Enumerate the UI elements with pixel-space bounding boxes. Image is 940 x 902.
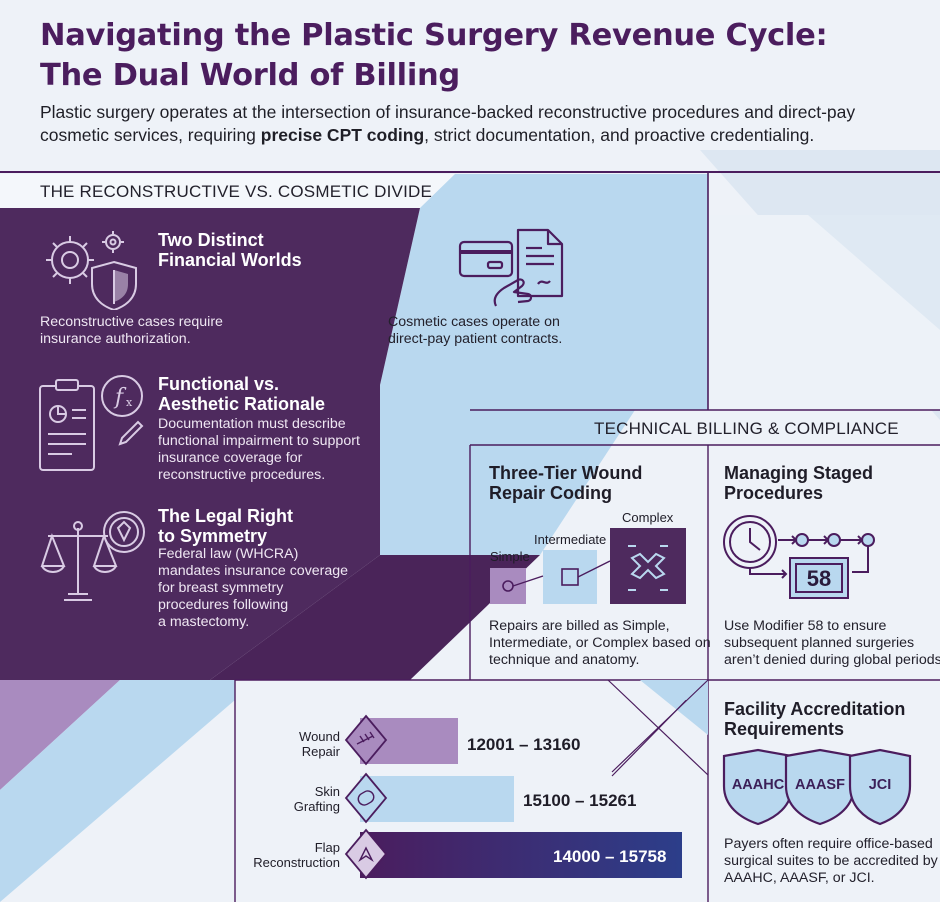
- cosmetic-line1: Cosmetic cases operate on: [388, 314, 560, 330]
- blue-corner: [0, 680, 235, 902]
- intro-line2-post: , strict documentation, and proactive cr…: [424, 125, 815, 145]
- functional-body-line: reconstructive procedures.: [158, 467, 326, 483]
- page-title-line1: Navigating the Plastic Surgery Revenue C…: [40, 18, 828, 53]
- reconstructive-panel: [0, 208, 420, 680]
- bg-right-wedge: [808, 215, 940, 330]
- scales-seal-icon: [40, 511, 145, 601]
- staged-title: Managing Staged Procedures: [724, 463, 873, 503]
- badge-aaahc: AAAHC: [731, 777, 785, 793]
- accreditation-body-line: Payers often require office-based: [724, 836, 933, 852]
- accreditation-title: Facility Accreditation Requirements: [724, 699, 905, 739]
- staged-body: Use Modifier 58 to ensure subsequent pla…: [724, 618, 940, 669]
- accreditation-body-line: surgical suites to be accredited by: [724, 853, 938, 869]
- tier-simple-label: Simple: [490, 549, 530, 564]
- badge-aaasf: AAASF: [795, 777, 845, 793]
- legal-body-line: mandates insurance coverage: [158, 563, 349, 579]
- flap-reconstruction-bar: [360, 832, 682, 878]
- wound-tier-diagram: [490, 528, 686, 604]
- functional-body-line: Documentation must describe: [158, 416, 346, 432]
- functional-title-line1: Functional vs.: [158, 374, 280, 394]
- wound-title-line1: Three-Tier Wound: [489, 463, 643, 483]
- accreditation-body-line: AAAHC, AAASF, or JCI.: [724, 870, 875, 886]
- page-title-line2: The Dual World of Billing: [40, 58, 460, 93]
- legal-body: Federal law (WHCRA) mandates insurance c…: [158, 546, 348, 631]
- reconstructive-line1: Reconstructive cases require: [40, 314, 223, 330]
- svg-text:x: x: [126, 396, 133, 409]
- reconstructive-line2: insurance authorization.: [40, 331, 191, 347]
- wound-body-line: Repairs are billed as Simple,: [489, 618, 670, 634]
- functional-title-line2: Aesthetic Rationale: [158, 394, 326, 414]
- blue-sliver: [640, 680, 708, 735]
- financial-title: Two Distinct Financial Worlds: [158, 230, 302, 270]
- code-label-flap: Flap Reconstruction: [253, 840, 340, 870]
- svg-text:f: f: [113, 385, 127, 410]
- wound-title-line2: Repair Coding: [489, 483, 613, 503]
- tier-complex-box: [610, 528, 686, 604]
- legal-body-line: a mastectomy.: [158, 614, 250, 630]
- cosmetic-note: Cosmetic cases operate on direct-pay pat…: [388, 314, 562, 348]
- intro-bold: precise CPT coding: [260, 125, 425, 145]
- functional-body-line: functional impairment to support: [158, 433, 360, 449]
- staged-body-line: Use Modifier 58 to ensure: [724, 618, 887, 634]
- legal-body-line: procedures following: [158, 597, 289, 613]
- functional-title: Functional vs. Aesthetic Rationale: [158, 374, 325, 414]
- modifier-58-label: 58: [806, 566, 832, 591]
- tier-intermediate-box: [543, 550, 597, 604]
- code-range-flap: 14000 – 15758: [553, 847, 667, 866]
- functional-body: Documentation must describe functional i…: [158, 416, 360, 484]
- gear-shield-icon: [46, 231, 137, 310]
- legal-title: The Legal Right to Symmetry: [158, 506, 293, 546]
- intro-paragraph: Plastic surgery operates at the intersec…: [40, 101, 920, 147]
- code-label-wound: Wound Repair: [299, 729, 340, 759]
- accreditation-body: Payers often require office-based surgic…: [724, 836, 938, 887]
- tier-simple-box: [490, 568, 526, 604]
- staged-title-line1: Managing Staged: [724, 463, 874, 483]
- wound-body-line: technique and anatomy.: [489, 652, 640, 668]
- code-bars: [344, 700, 688, 880]
- tier-complex-label: Complex: [622, 510, 674, 525]
- divide-heading: THE RECONSTRUCTIVE VS. COSMETIC DIVIDE: [40, 182, 433, 201]
- code-range-skin: 15100 – 15261: [523, 791, 637, 810]
- credit-card-contract-icon: [458, 228, 564, 307]
- badge-jci: JCI: [868, 777, 892, 793]
- staged-body-line: aren’t denied during global periods.: [724, 652, 940, 668]
- shield-jci-icon: [848, 748, 912, 826]
- staged-procedure-icon: [723, 515, 875, 599]
- legal-title-line2: to Symmetry: [158, 526, 268, 546]
- legal-title-line1: The Legal Right: [158, 506, 293, 526]
- cosmetic-line2: direct-pay patient contracts.: [388, 331, 563, 347]
- divide-heading-strip: [0, 174, 455, 208]
- panel-wedge: [210, 555, 540, 680]
- code-range-wound: 12001 – 13160: [467, 735, 581, 754]
- functional-body-line: insurance coverage for: [158, 450, 303, 466]
- wound-title: Three-Tier Wound Repair Coding: [489, 463, 642, 503]
- code-label-skin: Skin Grafting: [293, 784, 340, 814]
- staged-body-line: subsequent planned surgeries: [724, 635, 915, 651]
- accreditation-title-line2: Requirements: [724, 719, 845, 739]
- financial-title-line2: Financial Worlds: [158, 250, 302, 270]
- reconstructive-note: Reconstructive cases require insurance a…: [40, 314, 223, 348]
- tier-intermediate-label: Intermediate: [534, 532, 607, 547]
- wound-body-line: Intermediate, or Complex based on: [489, 635, 711, 651]
- staged-title-line2: Procedures: [724, 483, 824, 503]
- diagonal-line-2: [611, 679, 709, 773]
- accreditation-title-line1: Facility Accreditation: [724, 699, 906, 719]
- technical-heading: TECHNICAL BILLING & COMPLIANCE: [594, 419, 899, 438]
- legal-body-line: for breast symmetry: [158, 580, 284, 596]
- intro-line2-pre: cosmetic services, requiring: [40, 125, 261, 145]
- intro-line1: Plastic surgery operates at the intersec…: [40, 102, 856, 122]
- legal-body-line: Federal law (WHCRA): [158, 546, 299, 562]
- clipboard-function-icon: f x: [39, 375, 144, 471]
- accreditation-shields: [722, 748, 912, 826]
- wound-body: Repairs are billed as Simple, Intermedia…: [489, 618, 711, 669]
- financial-title-line1: Two Distinct: [158, 230, 264, 250]
- page-title: Navigating the Plastic Surgery Revenue C…: [40, 16, 920, 96]
